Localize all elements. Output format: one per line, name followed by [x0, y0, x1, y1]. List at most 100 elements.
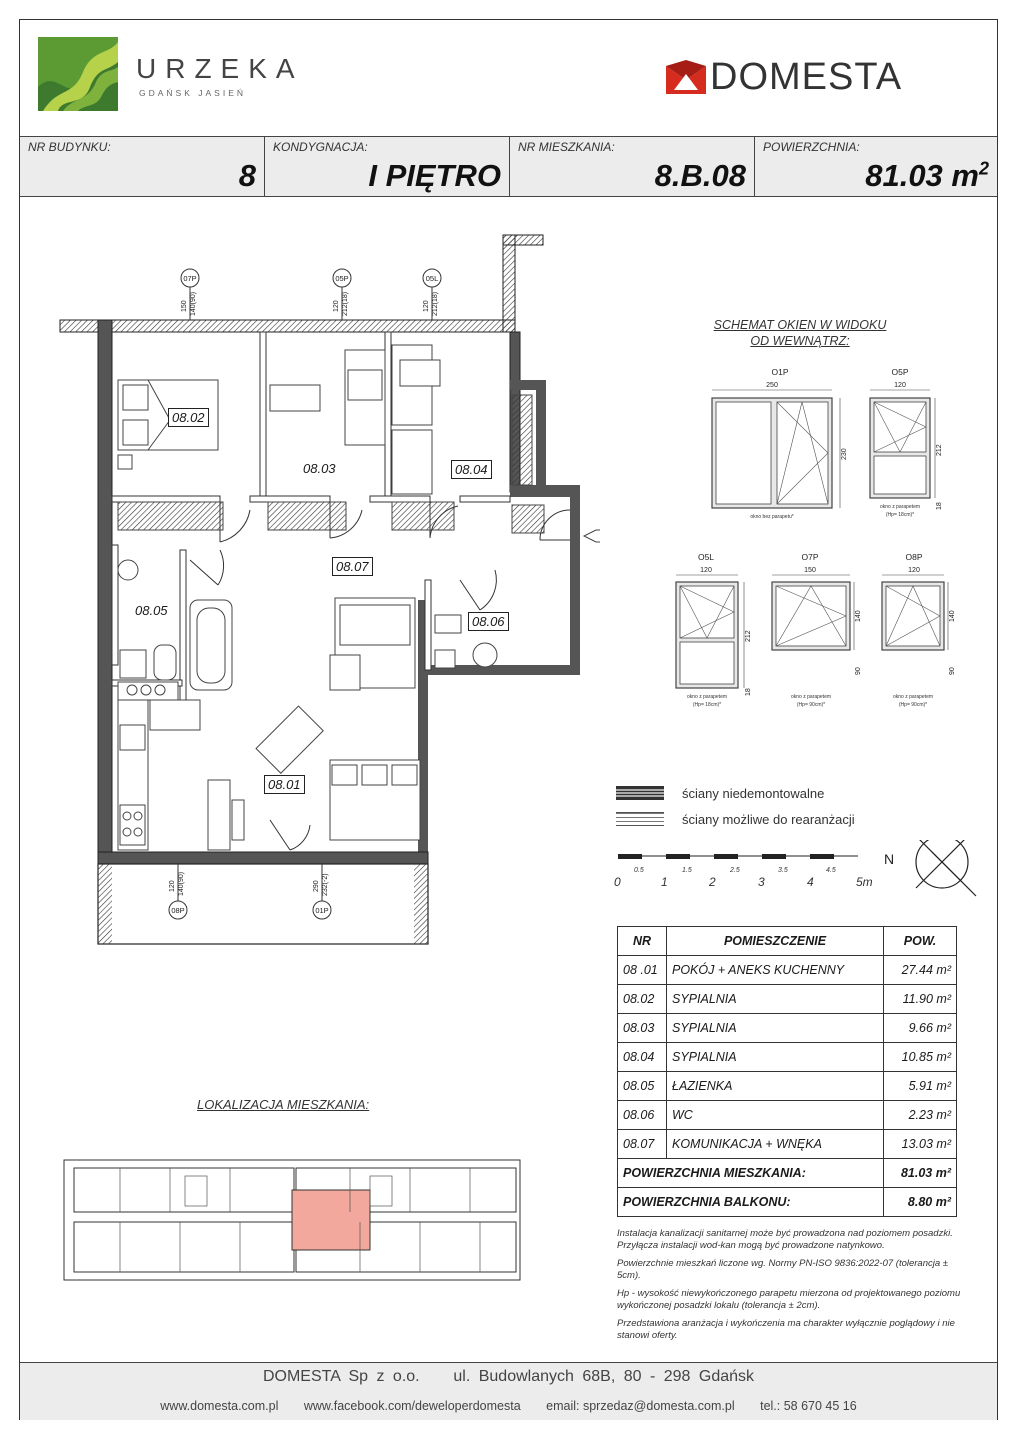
scale-45: 4.5: [826, 867, 836, 874]
windows-schema-title-line1: SCHEMAT OKIEN W WIDOKU: [713, 318, 887, 332]
note-3: Hp - wysokość niewykończonego parapetu m…: [617, 1288, 961, 1311]
scale-25: 2.5: [729, 867, 740, 874]
footer-website-link[interactable]: www.domesta.com.pl: [160, 1399, 279, 1413]
o1p-height: 230: [841, 448, 848, 460]
scale-bar: 0 1 2 3 4 5m 0.5 1.5 2.5 3.5 4.5 N: [614, 840, 977, 897]
scale-35: 3.5: [778, 867, 788, 874]
building-cell: NR BUDYNKU: 8: [20, 137, 265, 196]
scale-2: 2: [708, 875, 716, 889]
o5l-name: O5L: [698, 552, 714, 562]
o7p-height: 140: [855, 610, 862, 622]
legend-movable-label: ściany możliwe do rearanżacji: [682, 811, 855, 827]
o5p-note1: okno z parapetem: [880, 504, 920, 510]
header-area: POW.: [883, 926, 957, 956]
window-tag-05p: 05P: [335, 274, 348, 283]
floor-plan-drawing: 07P 05P 05L 08P 01P 150 140(90) 120 212(…: [59, 234, 613, 945]
o5p-height: 212: [936, 444, 943, 456]
dim-08p-w: 120: [169, 880, 176, 892]
project-name: URZEKA: [136, 53, 304, 84]
o5l-width: 120: [700, 567, 712, 574]
area-unit-sup: 2: [978, 158, 989, 179]
area-number: 81.03 m: [865, 158, 979, 193]
dim-05l-w: 120: [423, 300, 430, 312]
o5p-note2: (Hp= 18cm)*: [886, 512, 914, 518]
o7p-note1: okno z parapetem: [791, 694, 831, 700]
fixed-wall-swatch-icon: [616, 786, 664, 800]
dim-01p-h: 232(-2): [322, 873, 329, 896]
scale-3: 3: [758, 875, 765, 889]
scale-0: 0: [614, 875, 621, 889]
o1p-width: 250: [766, 382, 778, 389]
domesta-logo-icon: [666, 60, 706, 94]
scale-15: 1.5: [682, 867, 692, 874]
movable-wall-swatch-icon: [616, 812, 664, 826]
dim-07p-h: 140(90): [190, 292, 197, 316]
o5l-height: 212: [745, 630, 752, 642]
footer-address: DOMESTA Sp z o.o. ul. Budowlanych 68B, 8…: [20, 1368, 997, 1386]
scale-05: 0.5: [634, 867, 644, 874]
room-label-0806: 08.06: [468, 612, 509, 631]
windows-schema-drawing: O1P 250 O5P 120 O5L 120 O7P 150 O8P 120 …: [675, 367, 956, 708]
o8p-name: O8P: [905, 552, 922, 562]
window-tag-01p: 01P: [315, 906, 328, 915]
room-label-0801: 08.01: [264, 775, 305, 794]
north-arrow-icon: [915, 840, 977, 897]
footer: DOMESTA Sp z o.o. ul. Budowlanych 68B, 8…: [20, 1362, 997, 1420]
o5p-sill: 18: [936, 502, 943, 510]
building-label: NR BUDYNKU:: [28, 140, 111, 154]
footer-street: ul. Budowlanych 68B, 80 - 298 Gdańsk: [453, 1368, 755, 1385]
floor-plan: 07P 05P 05L 08P 01P 150 140(90) 120 212(…: [40, 220, 613, 960]
location-map: [63, 1159, 521, 1281]
apartment-cell: NR MIESZKANIA: 8.B.08: [510, 137, 755, 196]
o8p-note1: okno z parapetem: [893, 694, 933, 700]
note-1: Instalacja kanalizacji sanitarnej może b…: [617, 1228, 953, 1251]
balcony-area-row: POWIERZCHNIA BALKONU:8.80 m²: [617, 1187, 957, 1217]
o5p-name: O5P: [891, 367, 908, 377]
area-value: 81.03 m2: [865, 158, 989, 194]
floor-cell: KONDYGNACJA: I PIĘTRO: [265, 137, 510, 196]
header-room: POMIESZCZENIE: [666, 926, 884, 956]
o8p-note2: (Hp= 90cm)*: [899, 702, 927, 708]
legend: ściany niedemontowalne ściany możliwe do…: [616, 780, 855, 832]
building-value: 8: [238, 158, 256, 193]
footer-contacts: www.domesta.com.pl www.facebook.com/dewe…: [20, 1399, 997, 1413]
project-location: GDAŃSK JASIEŃ: [139, 88, 247, 98]
windows-schema-title-line2: OD WEWNĄTRZ:: [750, 334, 850, 348]
footer-email-link[interactable]: email: sprzedaz@domesta.com.pl: [546, 1399, 735, 1413]
apartment-value: 8.B.08: [654, 158, 746, 193]
o7p-name: O7P: [801, 552, 818, 562]
o1p-name: O1P: [771, 367, 788, 377]
north-label: N: [884, 851, 894, 867]
o1p-note: okno bez parapetu*: [750, 514, 793, 520]
o5l-note2: (Hp= 18cm)*: [693, 702, 721, 708]
legend-fixed-label: ściany niedemontowalne: [682, 785, 825, 801]
windows-schema-title: SCHEMAT OKIEN W WIDOKU OD WEWNĄTRZ:: [700, 317, 900, 349]
total-area-value: 81.03 m²: [883, 1158, 957, 1188]
location-title: LOKALIZACJA MIESZKANIA:: [197, 1097, 370, 1112]
area-label: POWIERZCHNIA:: [763, 140, 860, 154]
room-label-0804: 08.04: [451, 460, 492, 479]
o8p-sill: 90: [949, 667, 956, 675]
o8p-width: 120: [908, 567, 920, 574]
scale-5m: 5m: [856, 875, 873, 889]
header-nr: NR: [617, 926, 667, 956]
floor-value: I PIĘTRO: [368, 158, 501, 193]
footer-facebook-link[interactable]: www.facebook.com/deweloperdomesta: [303, 1399, 521, 1413]
notes: Instalacja kanalizacji sanitarnej może b…: [617, 1228, 962, 1348]
dim-05p-h: 212(18): [342, 292, 349, 316]
floor-label: KONDYGNACJA:: [273, 140, 368, 154]
scale-4: 4: [807, 875, 814, 889]
area-cell: POWIERZCHNIA: 81.03 m2: [755, 137, 997, 196]
balcony-area-value: 8.80 m²: [883, 1187, 957, 1217]
o5l-sill: 18: [745, 688, 752, 696]
room-label-0802: 08.02: [168, 408, 209, 427]
total-area-label: POWIERZCHNIA MIESZKANIA:: [617, 1158, 884, 1188]
note-4: Przedstawiona aranżacja i wykończenia ma…: [617, 1318, 955, 1341]
o7p-note2: (Hp= 90cm)*: [797, 702, 825, 708]
